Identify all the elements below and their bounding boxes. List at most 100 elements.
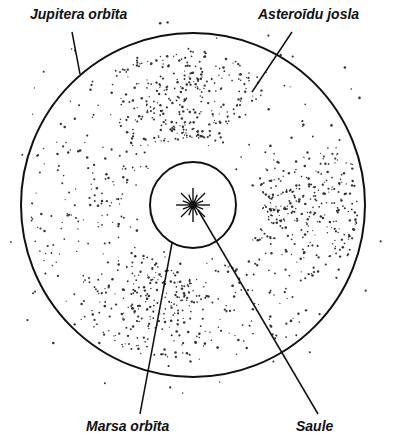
asteroid-dot bbox=[59, 253, 60, 254]
asteroid-dot bbox=[356, 201, 358, 203]
asteroid-dot bbox=[281, 254, 282, 255]
asteroid-dot bbox=[151, 267, 153, 269]
asteroid-dot bbox=[185, 65, 187, 67]
asteroid-dot bbox=[165, 354, 167, 356]
asteroid-dot bbox=[225, 305, 226, 306]
asteroid-dot bbox=[201, 71, 203, 73]
asteroid-dot bbox=[279, 303, 280, 304]
asteroid-dot bbox=[159, 22, 162, 25]
asteroid-dot bbox=[185, 89, 187, 91]
asteroid-dot bbox=[105, 178, 107, 180]
asteroid-dot bbox=[283, 218, 285, 220]
asteroid-dot bbox=[242, 324, 244, 326]
asteroid-dot bbox=[174, 351, 177, 354]
asteroid-dot bbox=[309, 242, 310, 243]
asteroid-dot bbox=[313, 186, 315, 188]
asteroid-dot bbox=[136, 320, 138, 322]
asteroid-dot bbox=[110, 308, 112, 310]
asteroid-dot bbox=[316, 254, 318, 256]
asteroid-dot bbox=[170, 121, 173, 124]
asteroid-dot bbox=[101, 215, 102, 216]
asteroid-dot bbox=[191, 300, 193, 302]
asteroid-dot bbox=[117, 269, 119, 271]
asteroid-dot bbox=[122, 288, 125, 291]
asteroid-dot bbox=[271, 222, 272, 223]
asteroid-dot bbox=[274, 168, 276, 170]
asteroid-dot bbox=[295, 200, 297, 202]
asteroid-dot bbox=[99, 301, 100, 302]
asteroid-dot bbox=[91, 184, 92, 185]
asteroid-dot bbox=[77, 150, 80, 153]
asteroid-dot bbox=[93, 164, 95, 166]
asteroid-dot bbox=[335, 277, 337, 279]
asteroid-dot bbox=[39, 172, 41, 174]
asteroid-dot bbox=[215, 122, 217, 124]
asteroid-dot bbox=[317, 256, 319, 258]
asteroid-dot bbox=[261, 237, 262, 238]
asteroid-dot bbox=[327, 147, 329, 149]
asteroid-dot bbox=[311, 244, 313, 246]
asteroid-dot bbox=[136, 292, 138, 294]
asteroid-dot bbox=[313, 195, 315, 197]
asteroid-dot bbox=[337, 153, 339, 155]
asteroid-dot bbox=[289, 86, 290, 87]
asteroid-dot bbox=[153, 137, 155, 139]
asteroid-dot bbox=[141, 262, 143, 264]
asteroid-dot bbox=[254, 263, 256, 265]
asteroid-dot bbox=[310, 198, 312, 200]
asteroid-dot bbox=[131, 262, 133, 264]
asteroid-dot bbox=[324, 214, 325, 215]
asteroid-dot bbox=[298, 188, 300, 190]
asteroid-dot bbox=[144, 341, 146, 343]
asteroid-dot bbox=[260, 95, 262, 97]
asteroid-dot bbox=[177, 312, 179, 314]
asteroid-dot bbox=[265, 193, 267, 195]
asteroid-dot bbox=[146, 79, 147, 80]
asteroid-dot bbox=[175, 122, 177, 124]
asteroid-dot bbox=[237, 339, 240, 342]
asteroid-dot bbox=[337, 207, 339, 209]
asteroid-dot bbox=[219, 68, 221, 70]
asteroid-dot bbox=[147, 325, 149, 327]
asteroid-dot bbox=[121, 193, 123, 195]
asteroid-dot bbox=[109, 205, 111, 207]
asteroid-dot bbox=[279, 225, 281, 227]
asteroid-dot bbox=[194, 341, 196, 343]
asteroid-dot bbox=[178, 59, 180, 61]
asteroid-dot bbox=[60, 123, 62, 125]
asteroid-dot bbox=[61, 182, 63, 184]
asteroid-dot bbox=[146, 111, 148, 113]
asteroid-dot bbox=[161, 125, 163, 127]
asteroid-dot bbox=[268, 219, 270, 221]
asteroid-dot bbox=[248, 260, 251, 263]
asteroid-dot bbox=[196, 135, 198, 137]
asteroid-dot bbox=[203, 56, 205, 58]
asteroid-dot bbox=[150, 83, 152, 85]
asteroid-dot bbox=[245, 88, 246, 89]
asteroid-dot bbox=[302, 236, 304, 238]
asteroid-dot bbox=[134, 255, 137, 258]
asteroid-dot bbox=[330, 124, 333, 127]
asteroid-dot bbox=[258, 304, 259, 305]
asteroid-dot bbox=[128, 101, 130, 103]
asteroid-dot bbox=[140, 118, 142, 120]
asteroid-dot bbox=[196, 130, 198, 132]
asteroid-dot bbox=[315, 170, 316, 171]
asteroid-dot bbox=[312, 136, 314, 138]
asteroid-dot bbox=[197, 80, 199, 82]
sun-ray bbox=[196, 201, 203, 204]
asteroid-dot bbox=[223, 70, 225, 72]
asteroid-dot bbox=[291, 238, 293, 240]
asteroid-dot bbox=[160, 129, 162, 131]
asteroid-dot bbox=[291, 254, 292, 255]
asteroid-dot bbox=[177, 138, 179, 140]
asteroid-dot bbox=[162, 67, 163, 68]
asteroid-dot bbox=[261, 183, 263, 185]
asteroid-dot bbox=[338, 268, 340, 270]
asteroid-dot bbox=[133, 310, 136, 313]
asteroid-dot bbox=[153, 305, 155, 307]
asteroid-dot bbox=[181, 344, 182, 345]
asteroid-dot bbox=[138, 115, 141, 118]
asteroid-dot bbox=[288, 200, 290, 202]
